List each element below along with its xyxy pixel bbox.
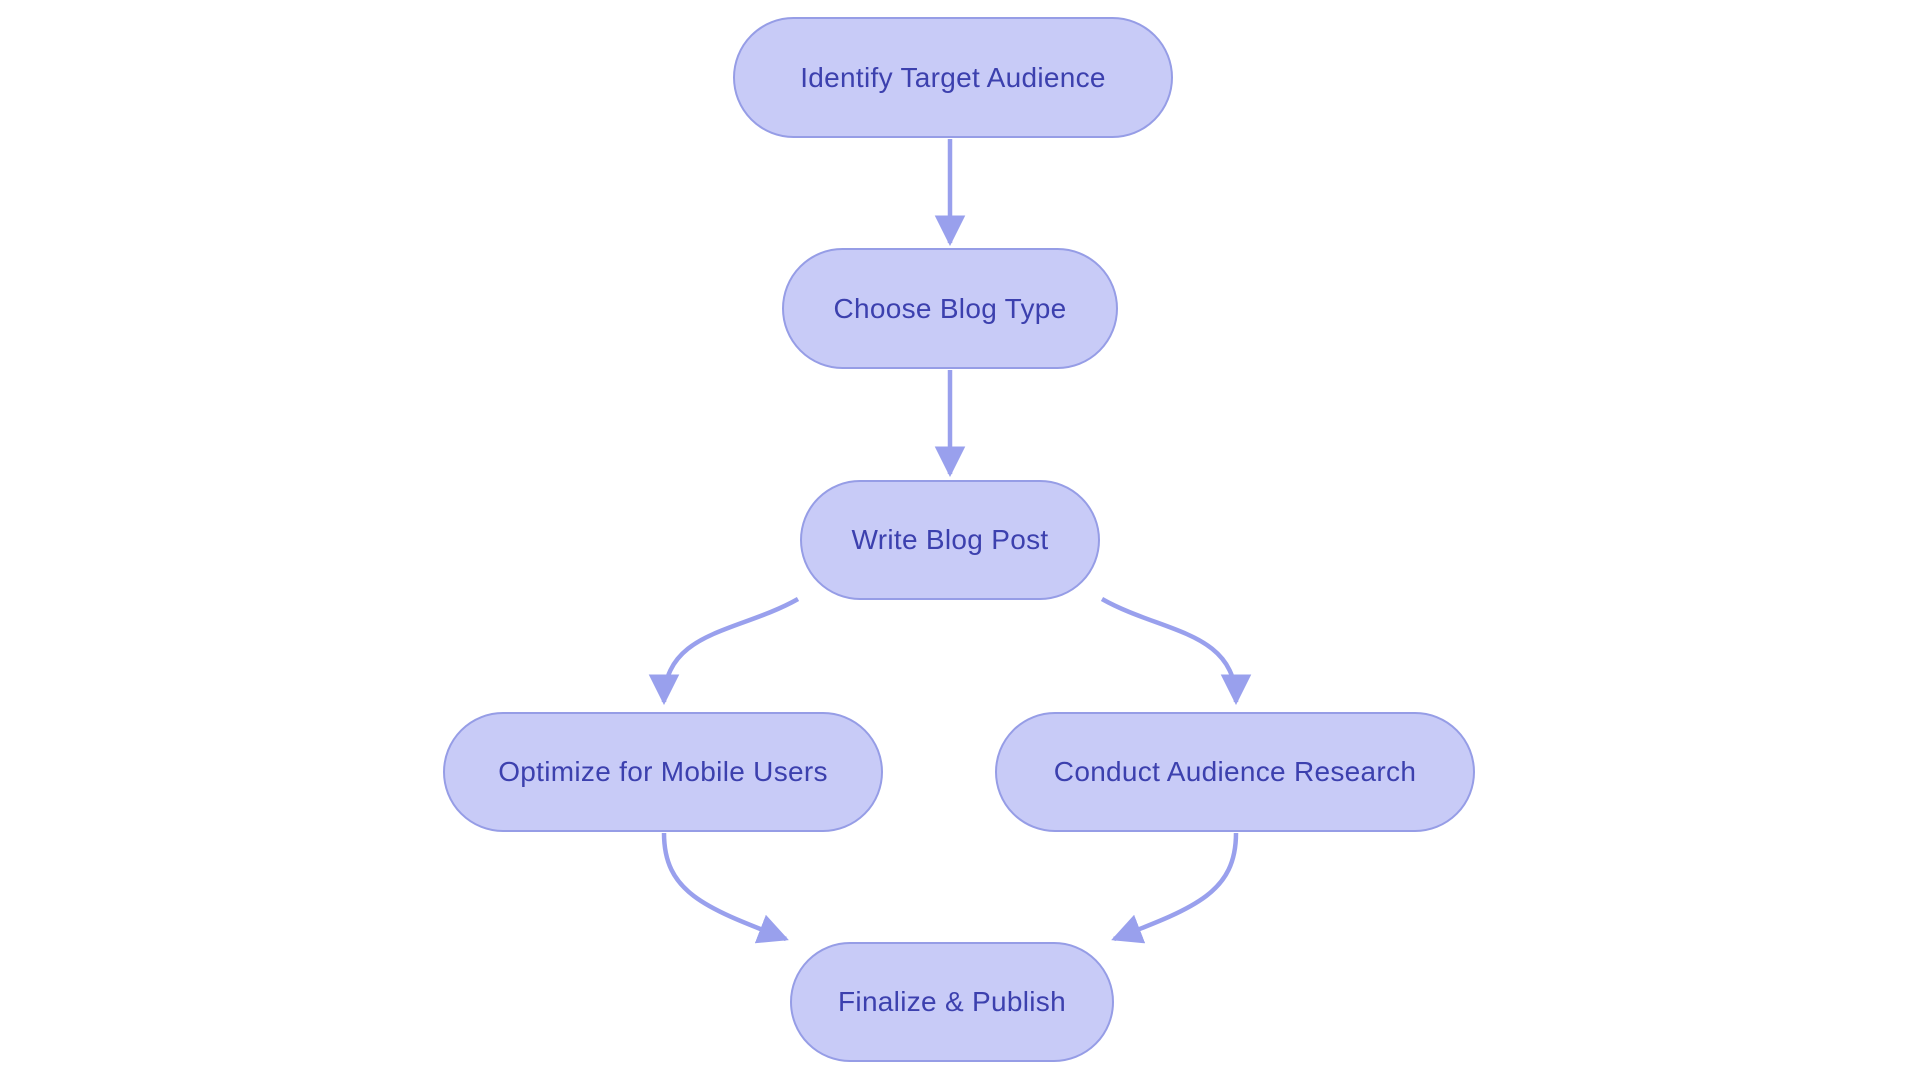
node-label: Finalize & Publish — [838, 986, 1066, 1017]
flowchart-node-conduct-audience-research: Conduct Audience Research — [995, 712, 1475, 832]
node-label: Choose Blog Type — [833, 292, 1067, 324]
flowchart-node-optimize-for-mobile-users: Optimize for Mobile Users — [443, 712, 883, 832]
node-label: Optimize for Mobile Users — [498, 756, 828, 787]
edge-optimize-to-finalize — [661, 832, 789, 944]
flowchart-node-choose-blog-type: Choose Blog Type — [782, 248, 1118, 369]
flowchart-node-finalize-and-publish: Finalize & Publish — [790, 942, 1114, 1062]
node-label: Write Blog Post — [851, 524, 1049, 555]
flowchart-node-identify-target-audience: Identify Target Audience — [733, 17, 1173, 138]
edge-write-to-optimize — [648, 597, 800, 706]
node-label: Conduct Audience Research — [1053, 756, 1417, 787]
node-label: Identify Target Audience — [800, 61, 1106, 93]
edge-write-to-research — [1100, 597, 1252, 706]
flowchart-node-write-blog-post: Write Blog Post — [800, 480, 1100, 600]
edge-research-to-finalize — [1111, 832, 1239, 944]
